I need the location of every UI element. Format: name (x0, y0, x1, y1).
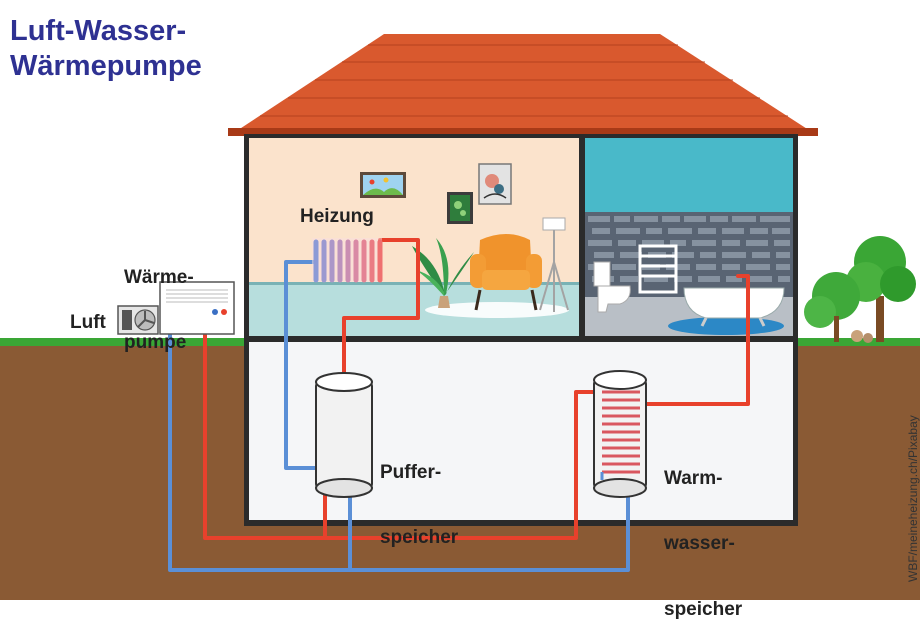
bathmat (668, 317, 784, 335)
buffer-tank (315, 372, 373, 498)
diagram-title: Luft-Wasser- Wärmepumpe (10, 14, 202, 84)
armchair (470, 234, 542, 311)
rug (425, 302, 569, 318)
label-waermepumpe: Wärme- pumpe (124, 223, 194, 376)
bathroom-tile-wall (585, 212, 793, 297)
heatpump-cold-pipe (168, 332, 630, 572)
hotwater-tank (593, 370, 647, 498)
roof (228, 34, 818, 136)
picture-frame (360, 172, 406, 198)
heating-supply-pipe (342, 238, 420, 380)
bathtub (683, 287, 785, 327)
hotwater-pipe (640, 274, 750, 406)
house-scene (0, 34, 920, 600)
label-heizung: Heizung (300, 206, 374, 227)
label-pufferspeicher: Puffer- speicher (380, 418, 458, 571)
title-line-2: Wärmepumpe (10, 49, 202, 82)
heatpump-hot-pipe (203, 332, 598, 540)
image-credit: WBF/meineheizung.ch/Pixabay (906, 415, 920, 582)
heatpump-indoor-unit (159, 281, 235, 335)
label-puffer-line-2: speicher (380, 527, 459, 549)
diagram-stage: Luft-Wasser- Wärmepumpe Heizung Wärme- p… (0, 14, 920, 620)
label-warm-line-3: speicher (664, 598, 743, 620)
label-luft: Luft (70, 312, 106, 333)
plant-picture (447, 192, 473, 224)
label-warmwasserspeicher: Warm- wasser- speicher (664, 424, 742, 642)
radiator (312, 238, 383, 283)
floor-lamp (539, 217, 569, 312)
abstract-picture (478, 163, 512, 205)
label-puffer-line-1: Puffer- (380, 461, 442, 483)
title-line-1: Luft-Wasser- (10, 15, 187, 47)
label-waermepumpe-line-1: Wärme- (124, 266, 194, 288)
label-warm-line-2: wasser- (664, 533, 735, 555)
label-waermepumpe-line-2: pumpe (124, 332, 187, 354)
trees (804, 236, 916, 343)
toilet (593, 261, 631, 313)
heatpump-outdoor-unit (117, 305, 159, 335)
heating-return-pipe (284, 260, 322, 470)
towel-radiator (638, 244, 678, 294)
label-warm-line-1: Warm- (664, 467, 723, 489)
